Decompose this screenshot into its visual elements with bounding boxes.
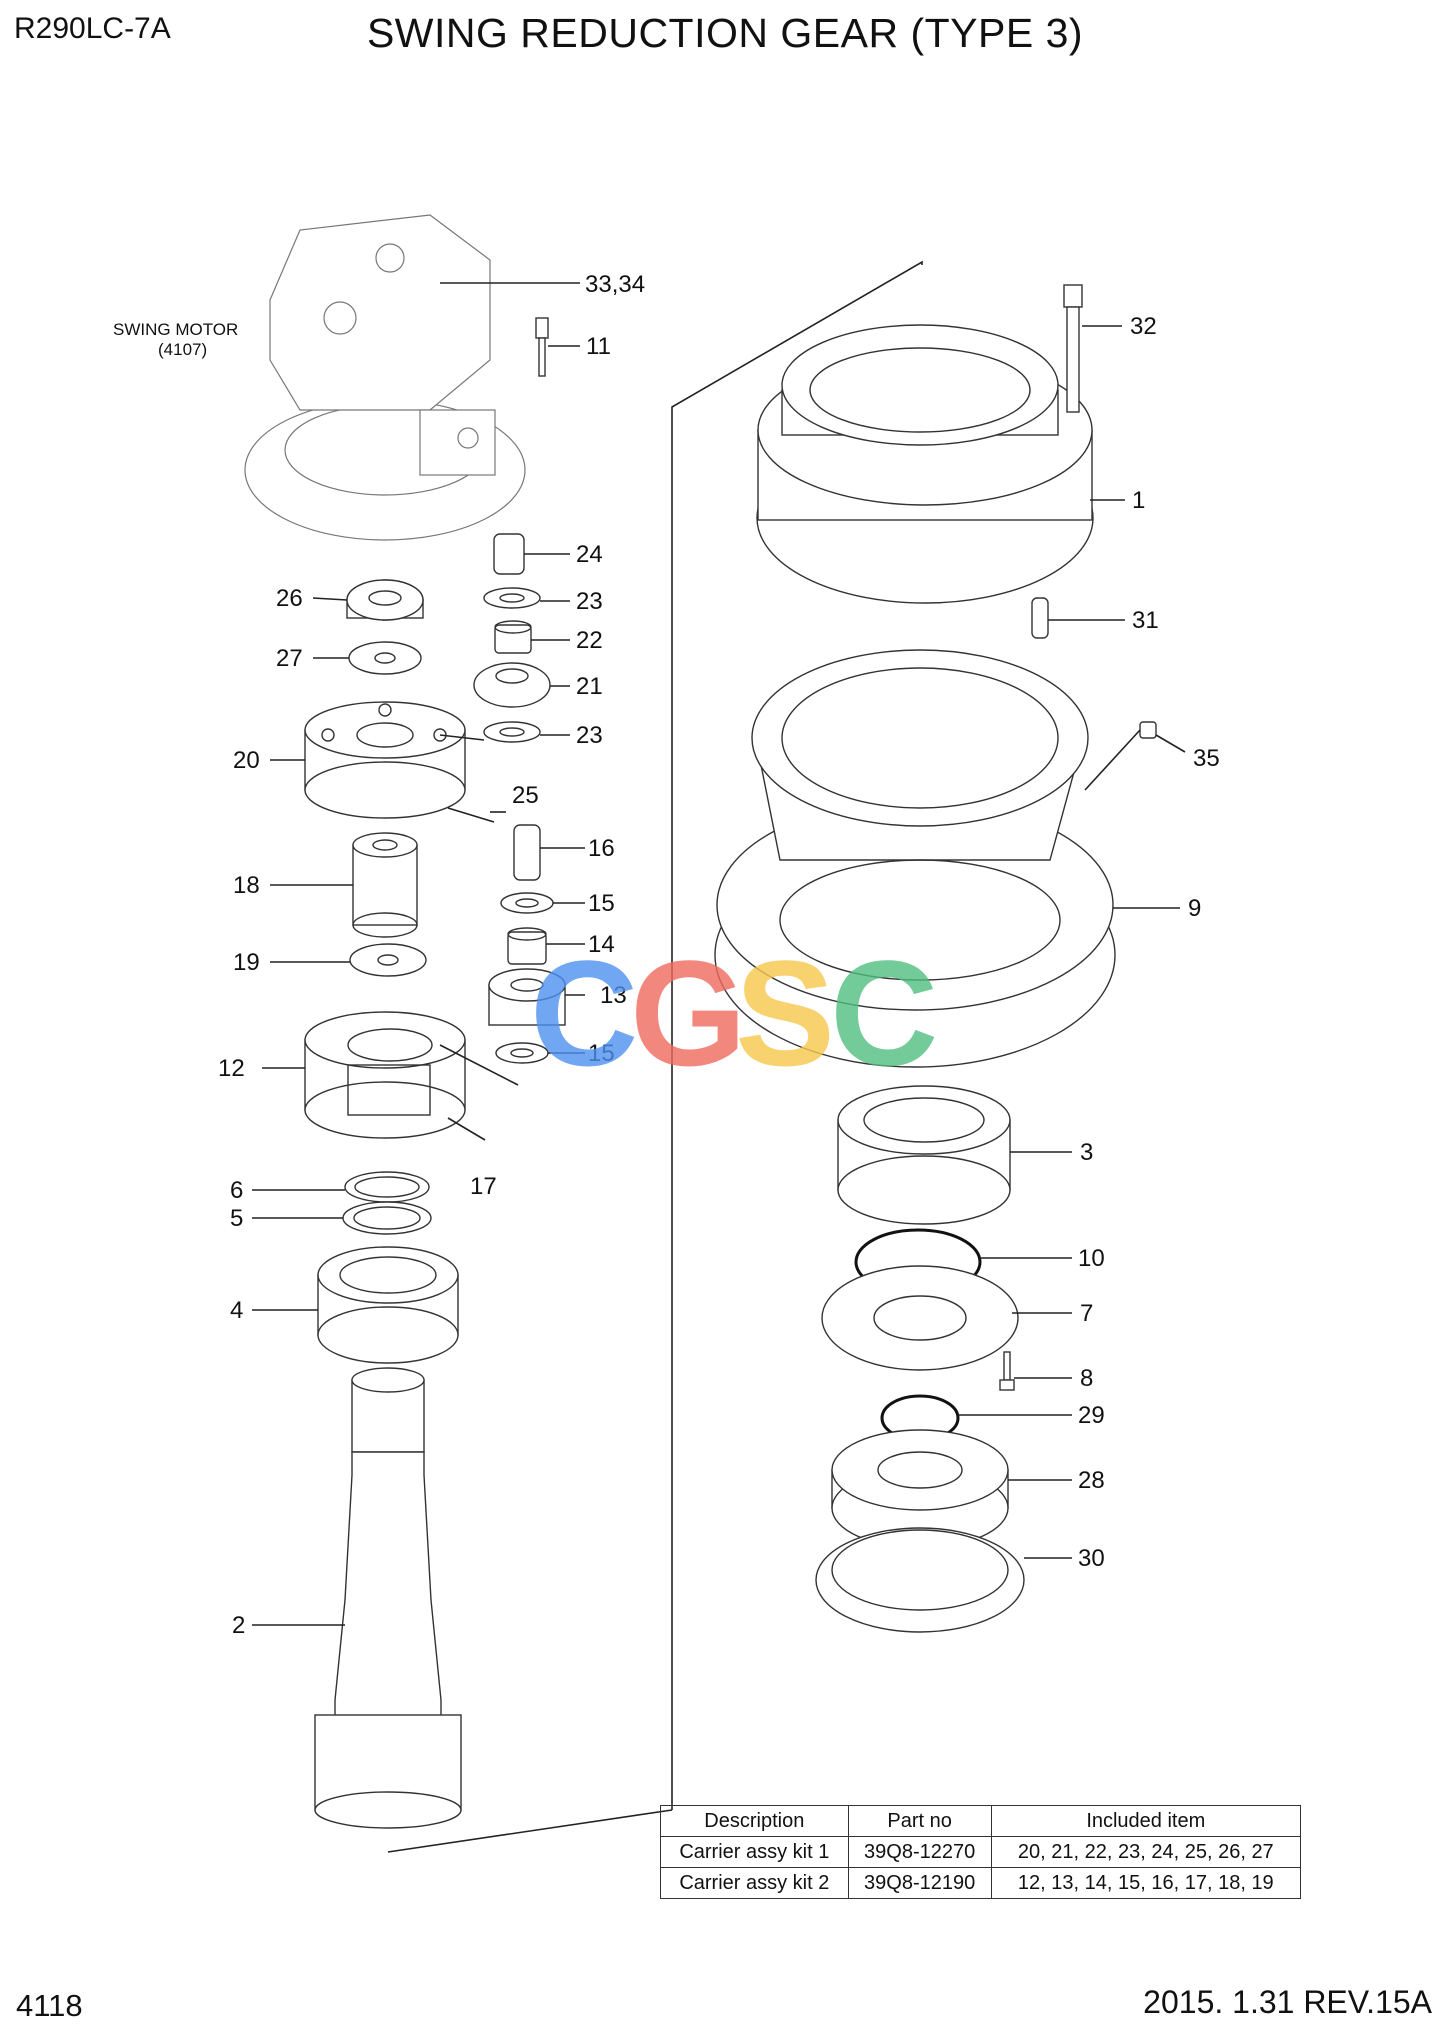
carrier-20 (304, 701, 485, 819)
callout-2: 2 (232, 1612, 245, 1639)
table-row: Carrier assy kit 2 39Q8-12190 12, 13, 14… (660, 1867, 1302, 1899)
sun-gear-26 (346, 579, 424, 621)
table-cell-part-no: 39Q8-12270 (847, 1836, 992, 1868)
watermark-letter-s: S (735, 929, 835, 1097)
watermark-letter-g: G (630, 929, 747, 1097)
table-header-row: Description Part no Included item (660, 1805, 1302, 1837)
pin-16 (513, 824, 541, 881)
callout-11: 11 (586, 333, 611, 360)
callout-19: 19 (233, 949, 260, 976)
washer-15-top (500, 892, 554, 914)
table-row: Carrier assy kit 1 39Q8-12270 20, 21, 22… (660, 1836, 1302, 1868)
callout-14: 14 (588, 931, 615, 958)
column-header: Description (660, 1805, 849, 1837)
table-cell-part-no: 39Q8-12190 (847, 1867, 992, 1899)
bearing-4 (317, 1246, 459, 1364)
callout-4: 4 (230, 1297, 243, 1324)
callout-30: 30 (1078, 1545, 1105, 1572)
callout-22: 22 (576, 627, 603, 654)
callout-31: 31 (1132, 607, 1159, 634)
bolt-8 (999, 1351, 1015, 1391)
model-code: R290LC-7A (14, 12, 171, 45)
column-header: Part no (847, 1805, 992, 1837)
callout-15-top: 15 (588, 890, 615, 917)
callout-1: 1 (1132, 487, 1145, 514)
callout-15-bottom: 15 (588, 1040, 615, 1067)
callout-23-bottom: 23 (576, 722, 603, 749)
callout-3: 3 (1080, 1139, 1093, 1166)
ring-6 (344, 1171, 430, 1203)
leader-lines-left (252, 282, 585, 1626)
callout-10: 10 (1078, 1245, 1105, 1272)
callout-12: 12 (218, 1055, 245, 1082)
planet-gear-13 (488, 968, 566, 1026)
callout-24: 24 (576, 541, 603, 568)
pinion-shaft-2 (314, 1367, 462, 1829)
callout-13: 13 (600, 982, 627, 1009)
watermark-letter-c2: C (830, 929, 938, 1097)
pin-31 (1031, 597, 1049, 639)
callout-8: 8 (1080, 1365, 1093, 1392)
callout-18: 18 (233, 872, 260, 899)
group-divider-bottom (387, 1809, 673, 1853)
callout-23-top: 23 (576, 588, 603, 615)
leader-lines-right (958, 325, 1186, 1559)
table-cell-description: Carrier assy kit 1 (660, 1836, 849, 1868)
callout-5: 5 (230, 1205, 243, 1232)
ring-5 (342, 1201, 432, 1235)
table-cell-description: Carrier assy kit 2 (660, 1867, 849, 1899)
callout-20: 20 (233, 747, 260, 774)
callout-21: 21 (576, 673, 603, 700)
bolt-32 (1063, 284, 1083, 413)
page-number: 4118 (16, 1988, 83, 2023)
callout-26: 26 (276, 585, 303, 612)
callout-28: 28 (1078, 1467, 1105, 1494)
callout-33-34: 33,34 (585, 271, 645, 298)
callout-7: 7 (1080, 1300, 1093, 1327)
washer-23-top (483, 587, 541, 609)
plug-35 (1139, 721, 1157, 739)
table-cell-included: 20, 21, 22, 23, 24, 25, 26, 27 (990, 1836, 1302, 1868)
callout-32: 32 (1130, 313, 1157, 340)
bearing-22 (494, 620, 532, 654)
pin-24 (493, 533, 525, 575)
table-cell-included: 12, 13, 14, 15, 16, 17, 18, 19 (990, 1867, 1302, 1899)
callout-9: 9 (1188, 895, 1201, 922)
ring-gear-1 (756, 324, 1094, 604)
cover-plate-7 (821, 1265, 1019, 1371)
callout-35: 35 (1193, 745, 1220, 772)
pin-25 (447, 807, 495, 823)
thrust-plate-27 (348, 641, 422, 675)
carrier-kits-table: Description Part no Included item Carrie… (660, 1805, 1302, 1899)
watermark-logo: C G S C (530, 929, 938, 1097)
group-divider-line (671, 260, 923, 1810)
planet-gear-21 (473, 662, 551, 708)
swing-motor-drawing: SWING MOTOR (4107) (113, 214, 526, 541)
casing-9 (714, 649, 1116, 1068)
thrust-plate-19 (349, 943, 427, 977)
callout-16: 16 (588, 835, 615, 862)
swing-motor-label: SWING MOTOR (113, 320, 238, 339)
callout-25: 25 (512, 782, 539, 809)
washer-23-bottom (483, 721, 541, 743)
callout-17: 17 (470, 1173, 497, 1200)
sun-gear-18 (352, 832, 418, 938)
watermark-letter-c1: C (530, 929, 638, 1097)
callout-27: 27 (276, 645, 303, 672)
revision-date: 2015. 1.31 REV.15A (1143, 1984, 1432, 2020)
cover-30 (815, 1527, 1025, 1633)
bolt-11 (535, 317, 549, 377)
seal-28 (831, 1429, 1009, 1549)
callout-6: 6 (230, 1177, 243, 1204)
pin-17 (447, 1117, 486, 1141)
bearing-14 (507, 927, 547, 965)
callout-29: 29 (1078, 1402, 1105, 1429)
swing-motor-ref: (4107) (158, 340, 207, 359)
page-title: SWING REDUCTION GEAR (TYPE 3) (366, 10, 1084, 56)
carrier-12 (304, 1011, 519, 1139)
column-header: Included item (990, 1805, 1302, 1837)
bearing-3 (837, 1085, 1011, 1225)
